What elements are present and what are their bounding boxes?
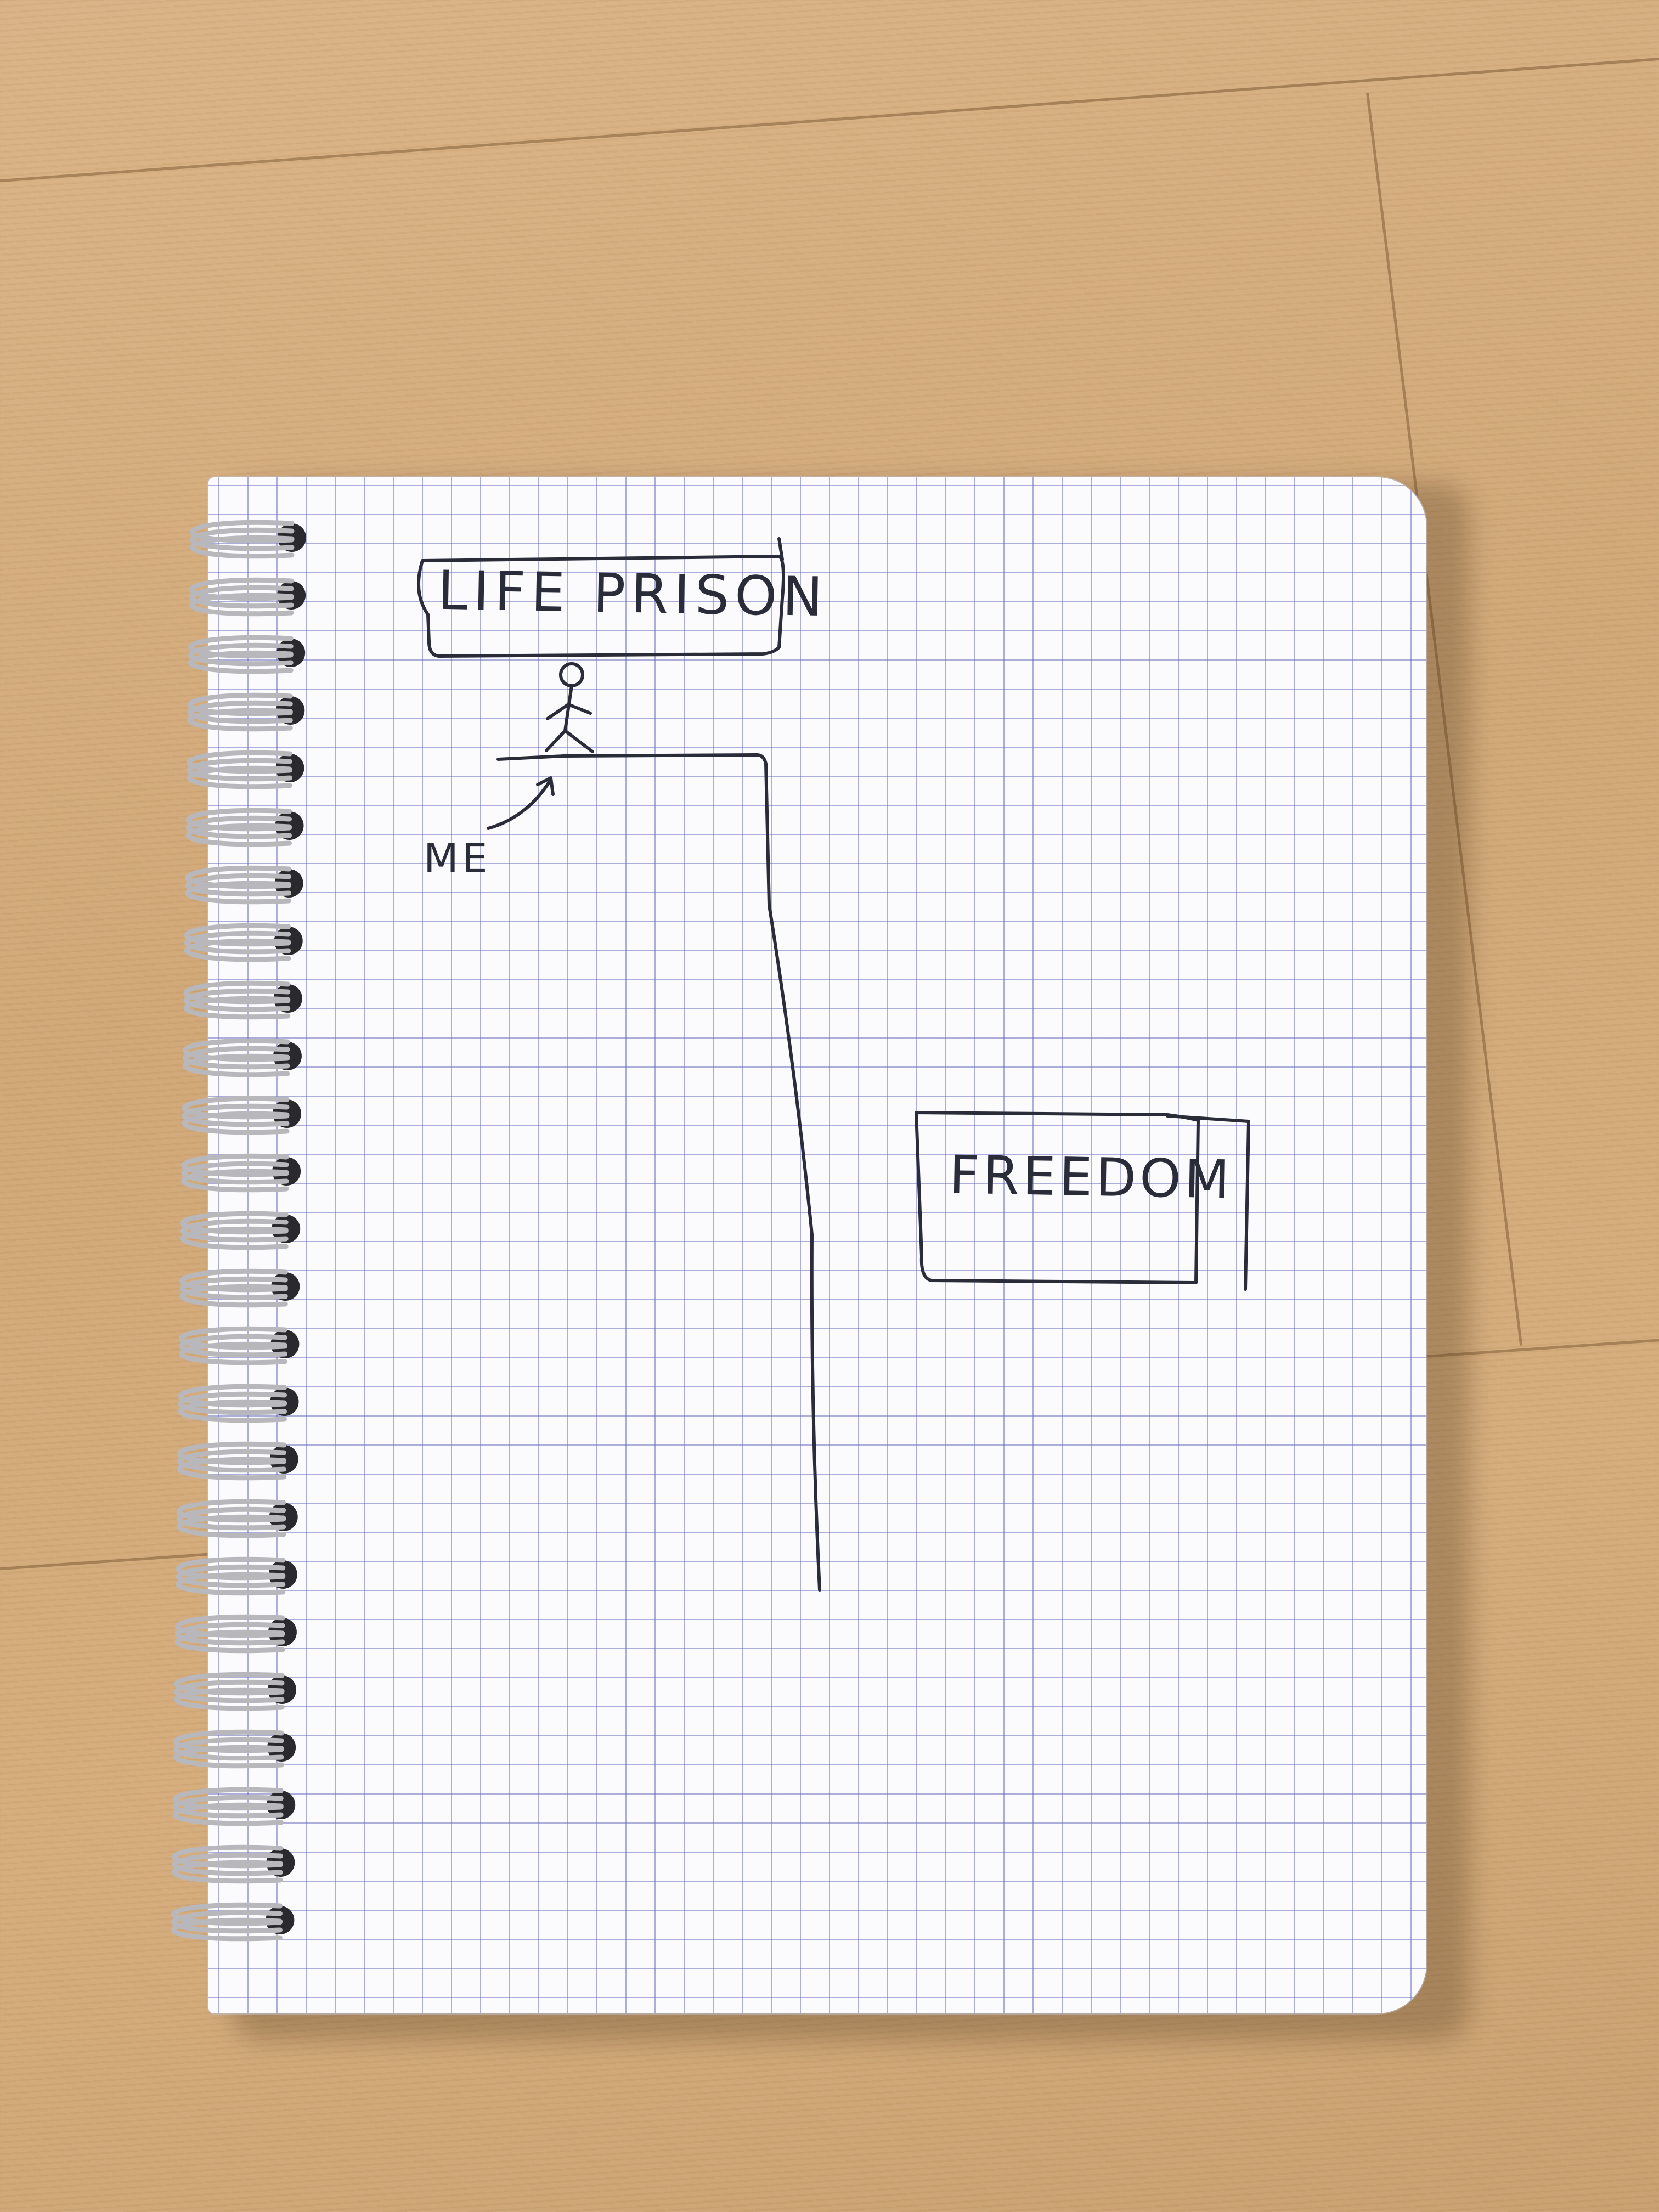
spiral-coil bbox=[188, 650, 294, 674]
spiral-coil bbox=[179, 1334, 287, 1358]
spiral-coil bbox=[172, 1852, 283, 1876]
spiral-coil bbox=[185, 808, 292, 832]
spiral-coil bbox=[176, 1499, 286, 1523]
spiral-coil bbox=[190, 520, 295, 544]
freedom-box-tail bbox=[1166, 1114, 1250, 1291]
spiral-coil bbox=[179, 1276, 288, 1300]
spiral-coil bbox=[183, 980, 291, 1005]
spiral-coil bbox=[178, 1384, 287, 1408]
spiral-coil bbox=[183, 1046, 290, 1070]
spiral-coil bbox=[187, 765, 292, 789]
spiral-coil bbox=[185, 823, 292, 847]
spiral-coil bbox=[183, 988, 291, 1012]
spiral-coil bbox=[184, 923, 291, 947]
spiral-coil bbox=[172, 1860, 283, 1884]
sketch-lines bbox=[416, 537, 1250, 1592]
cliff-line bbox=[496, 753, 821, 1592]
spiral-coil bbox=[172, 1795, 284, 1819]
notebook-page bbox=[208, 477, 1426, 2013]
spiral-coil bbox=[185, 881, 292, 905]
me-label: ME bbox=[424, 835, 491, 882]
stick-figure-icon bbox=[545, 662, 594, 753]
spiral-coil bbox=[187, 708, 293, 732]
spiral-coil bbox=[181, 1161, 289, 1185]
spiral-coil bbox=[180, 1226, 289, 1250]
freedom-label: FREEDOM bbox=[949, 1144, 1234, 1211]
spiral-coil bbox=[177, 1441, 287, 1465]
sketch: LIFE PRISON ME FREEDOM bbox=[208, 477, 1426, 2013]
spiral-coil bbox=[189, 585, 294, 609]
spiral-coil bbox=[189, 592, 294, 617]
spiral-binding bbox=[171, 520, 306, 1942]
spiral-coil bbox=[176, 1506, 286, 1531]
spiral-coil bbox=[172, 1844, 283, 1869]
arrow-icon bbox=[487, 776, 555, 830]
spiral-coil bbox=[185, 815, 292, 839]
spiral-coil bbox=[190, 535, 295, 559]
spiral-coil bbox=[174, 1622, 285, 1646]
prison-box bbox=[416, 555, 785, 658]
spiral-coil bbox=[174, 1629, 285, 1654]
spiral-coil bbox=[176, 1564, 286, 1588]
spiral-coil bbox=[179, 1341, 287, 1365]
spiral-coil bbox=[182, 1096, 290, 1120]
spiral-coil bbox=[173, 1745, 284, 1769]
spiral-coil bbox=[178, 1391, 287, 1415]
spiral-coil bbox=[183, 996, 291, 1020]
spiral-coil bbox=[190, 527, 295, 551]
spiral-coil bbox=[187, 750, 292, 774]
spiral-coil bbox=[187, 700, 293, 724]
spiral-coil bbox=[187, 758, 292, 782]
spiral-coil bbox=[180, 1218, 289, 1243]
spiral-coil bbox=[179, 1284, 288, 1308]
spiral-coil bbox=[184, 930, 291, 955]
spiral-coil bbox=[182, 1111, 290, 1135]
spiral-coil bbox=[188, 635, 294, 659]
spiral-coil bbox=[183, 1053, 290, 1077]
spiral-coil bbox=[179, 1268, 288, 1293]
spiral-coil bbox=[177, 1457, 287, 1481]
spiral-coil bbox=[179, 1326, 287, 1350]
spiral-coil bbox=[187, 692, 293, 716]
spiral-coil bbox=[181, 1153, 289, 1177]
spiral-coil bbox=[178, 1399, 287, 1423]
spiral-coil bbox=[177, 1449, 287, 1473]
spiral-coil bbox=[176, 1556, 286, 1581]
spiral-coil bbox=[173, 1729, 284, 1753]
spiral-coil bbox=[172, 1787, 284, 1811]
spiral-coil bbox=[174, 1614, 285, 1638]
spiral-coil bbox=[174, 1672, 285, 1696]
spiral-coil bbox=[171, 1902, 283, 1926]
floor-seam bbox=[0, 52, 1659, 184]
spiral-coil bbox=[172, 1802, 284, 1826]
spiral-coil bbox=[184, 938, 291, 962]
prison-label: LIFE PRISON bbox=[437, 559, 829, 629]
spiral-coil bbox=[188, 642, 294, 667]
prison-box-corner bbox=[777, 537, 784, 561]
spiral-coil bbox=[176, 1514, 286, 1538]
spiral-coil bbox=[174, 1687, 285, 1711]
spiral-coil bbox=[171, 1917, 283, 1942]
spiral-coil bbox=[181, 1169, 289, 1193]
spiral-coil bbox=[171, 1910, 283, 1934]
spiral-coil bbox=[174, 1679, 285, 1703]
spiral-coil bbox=[180, 1211, 289, 1235]
spiral-coil bbox=[182, 1103, 290, 1127]
spiral-coil bbox=[189, 577, 294, 601]
spiral-coil bbox=[185, 873, 292, 897]
spiral-coil bbox=[185, 865, 292, 889]
spiral-coil bbox=[173, 1737, 284, 1761]
spiral-coil bbox=[183, 1038, 290, 1062]
spiral-coil bbox=[176, 1572, 286, 1596]
